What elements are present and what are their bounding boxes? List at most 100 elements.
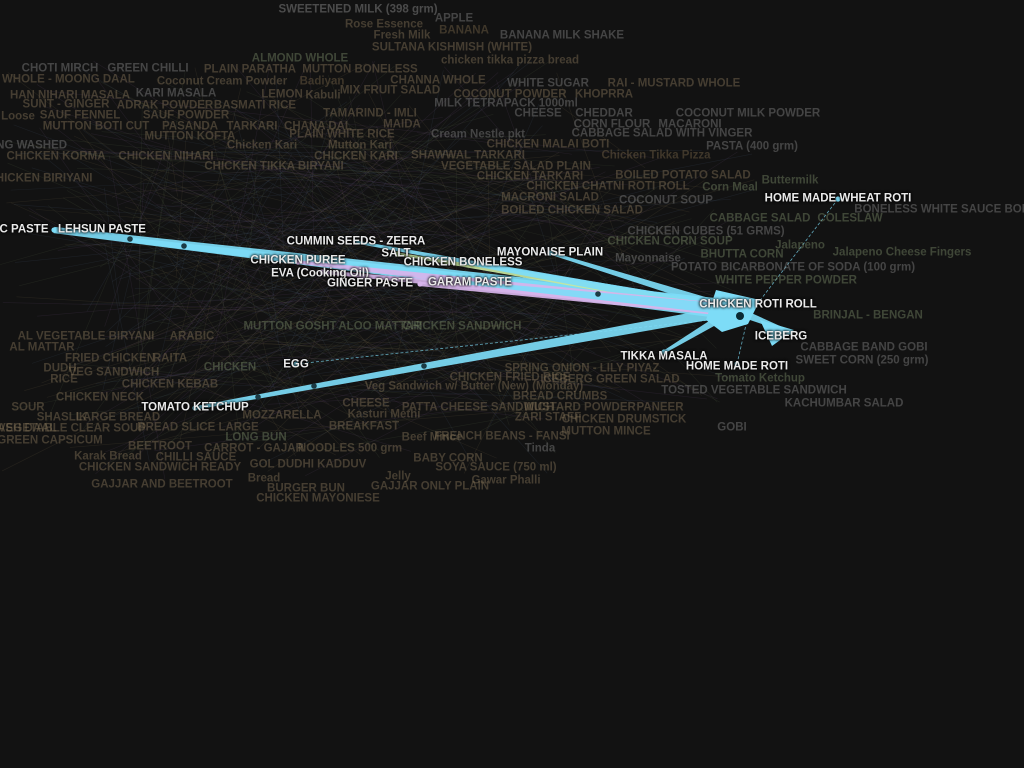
node-label[interactable]: FRENCH BEANS - FANSI <box>434 430 570 443</box>
node-iceberg[interactable]: ICEBERG <box>754 330 808 343</box>
node-label[interactable]: Karak Bread <box>74 450 142 463</box>
node-label[interactable]: VEGETABLE SALAD PLAIN <box>441 160 591 173</box>
node-chicken-boneless[interactable]: CHICKEN BONELESS <box>403 256 523 269</box>
node-label[interactable]: ING WASHED <box>0 139 68 152</box>
node-label[interactable]: AL MATTAR <box>9 341 75 354</box>
node-label[interactable]: BASMATI RICE <box>213 99 297 112</box>
node-label[interactable]: BURGER BUN <box>267 482 345 495</box>
node-label[interactable]: VEG SANDWICH <box>68 366 160 379</box>
node-label[interactable]: MACRONI SALAD <box>501 191 599 204</box>
node-label[interactable]: MACARONI <box>658 118 722 131</box>
node-dot[interactable] <box>293 361 299 367</box>
node-label[interactable]: COCONUT MILK POWDER <box>675 107 821 120</box>
node-label[interactable]: CHEESE <box>514 107 562 120</box>
node-label[interactable]: CHANA DAL <box>284 120 352 133</box>
node-label[interactable]: Kabuli <box>305 89 341 102</box>
node-label[interactable]: BOILED POTATO SALAD <box>615 169 751 182</box>
node-label[interactable]: LEMON <box>261 88 303 101</box>
node-label[interactable]: MUTTON GOSHT <box>243 320 337 333</box>
node-label[interactable]: BRINJAL - BENGAN <box>813 309 923 322</box>
node-label[interactable]: SUNT - GINGER <box>22 98 110 111</box>
node-label[interactable]: CHICKEN SANDWICH READY <box>78 461 242 474</box>
node-label[interactable]: VEGETABLE CLEAR SOUP <box>0 422 147 435</box>
node-label[interactable]: WHITE PEPPER POWDER <box>715 274 857 287</box>
node-label[interactable]: CHICKEN FRIED RICE <box>449 371 571 384</box>
node-label[interactable]: PATTA CHEESE SANDWICH <box>401 401 555 414</box>
node-label[interactable]: BABY CORN <box>413 452 483 465</box>
node-label[interactable]: LONG BUN <box>225 431 287 444</box>
node-ginger-paste[interactable]: GINGER PASTE <box>326 277 414 290</box>
node-dot[interactable] <box>192 405 198 411</box>
node-label[interactable]: GAJJAR AND BEETROOT <box>91 478 233 491</box>
edge[interactable] <box>295 315 749 365</box>
node-label[interactable]: CHICKEN BIRIYANI <box>0 172 93 185</box>
node-label[interactable]: Loose <box>1 110 35 123</box>
node-label[interactable]: ZARI STAFF <box>514 411 582 424</box>
node-label[interactable]: SULTANA KISHMISH (WHITE) <box>371 41 533 54</box>
node-label[interactable]: Badiyan <box>299 75 345 88</box>
node-label[interactable]: CABBAGE SALAD <box>709 212 811 225</box>
node-label[interactable]: DUDH <box>43 362 77 375</box>
node-label[interactable]: MIX FRUIT SALAD <box>339 84 441 97</box>
node-label[interactable]: SWEET CORN (250 grm) <box>795 354 929 367</box>
node-label[interactable]: BREAD CRUMBS <box>512 390 608 403</box>
node-label[interactable]: HAN NIHARI MASALA <box>9 89 131 102</box>
edge[interactable] <box>549 251 736 315</box>
node-cummin-seeds[interactable]: CUMMIN SEEDS - ZEERA <box>286 235 426 248</box>
node-label[interactable]: CHICKEN TARKARI <box>476 170 584 183</box>
node-label[interactable]: BICARBONATE OF SODA (100 grm) <box>720 261 916 274</box>
node-label[interactable]: BHUTTA CORN <box>700 248 784 261</box>
node-dot[interactable] <box>417 281 423 287</box>
node-label[interactable]: SOUR <box>11 401 45 414</box>
node-label[interactable]: Fresh Milk <box>373 29 431 42</box>
node-dot[interactable] <box>547 250 553 256</box>
node-label[interactable]: PLAIN WHITE RICE <box>289 128 395 141</box>
node-label[interactable]: SAUF POWDER <box>142 109 230 122</box>
node-label[interactable]: ALOO MATTAR <box>338 320 422 333</box>
node-label[interactable]: Jalapeno <box>775 239 825 252</box>
node-egg[interactable]: EGG <box>283 358 309 371</box>
node-label[interactable]: CHICKEN MALAI BOTI <box>486 138 610 151</box>
node-label[interactable]: SHAWWAL TARKARI <box>411 149 525 162</box>
node-label[interactable]: Cream Nestle pkt <box>431 128 525 141</box>
node-dot[interactable] <box>353 239 359 245</box>
node-label[interactable]: CHICKEN CHATNI ROTI ROLL <box>526 180 690 193</box>
node-label[interactable]: COCONUT POWDER <box>453 88 567 101</box>
node-label[interactable]: PASTA (400 grm) <box>706 140 798 153</box>
node-label[interactable]: TOSTED VEGETABLE SANDWICH <box>661 384 847 397</box>
node-label[interactable]: Mayonnaise <box>615 252 681 265</box>
node-label[interactable]: BONELESS WHITE SAUCE BONE <box>854 203 1024 216</box>
node-label[interactable]: GREEN CHILLI <box>107 62 189 75</box>
node-label[interactable]: Corn Meal <box>702 181 758 194</box>
node-label[interactable]: ICEBERG GREEN SALAD <box>540 373 680 386</box>
node-label[interactable]: NOODLES 500 grm <box>297 442 403 455</box>
node-label[interactable]: M WHOLE - MOONG DAAL <box>0 73 135 86</box>
node-label[interactable]: GOBI <box>717 421 747 434</box>
node-chicken-roti-roll[interactable]: CHICKEN ROTI ROLL <box>699 298 817 311</box>
node-label[interactable]: CHICKEN KEBAB <box>121 378 219 391</box>
node-dot[interactable] <box>395 251 401 257</box>
node-label[interactable]: Veg Sandwich w/ Butter (New) (Monday) <box>364 380 584 393</box>
node-label[interactable]: MUTTON BOTI CUT <box>42 120 150 133</box>
node-label[interactable]: CORN FLOUR <box>573 118 651 131</box>
node-label[interactable]: SOYA SAUCE (750 ml) <box>435 461 557 474</box>
node-label[interactable]: KACHUMBAR SALAD <box>784 397 904 410</box>
node-garam-paste[interactable]: GARAM PASTE <box>427 276 513 289</box>
node-dot[interactable] <box>736 312 744 320</box>
node-label[interactable]: RAI - MUSTARD WHOLE <box>607 77 741 90</box>
node-label[interactable]: KARI MASALA <box>135 87 217 100</box>
node-label[interactable]: RICE <box>50 373 78 386</box>
node-label[interactable]: WHITE SUGAR <box>507 77 589 90</box>
node-label[interactable]: MUTTON BONELESS <box>302 63 418 76</box>
node-label[interactable]: Buttermilk <box>761 174 819 187</box>
node-label[interactable]: ALMOND WHOLE <box>251 52 349 65</box>
node-label[interactable]: SWEETENED MILK (398 grm) <box>278 3 438 16</box>
node-label[interactable]: PANEER <box>636 401 684 414</box>
node-salt[interactable]: SALT <box>381 247 411 260</box>
node-label[interactable]: KHOPRRA <box>574 88 634 101</box>
node-label[interactable]: Rose Essence <box>345 18 423 31</box>
node-label[interactable]: COCONUT SOUP <box>619 194 713 207</box>
node-dot[interactable] <box>661 349 667 355</box>
node-label[interactable]: Tomato Ketchup <box>715 372 805 385</box>
